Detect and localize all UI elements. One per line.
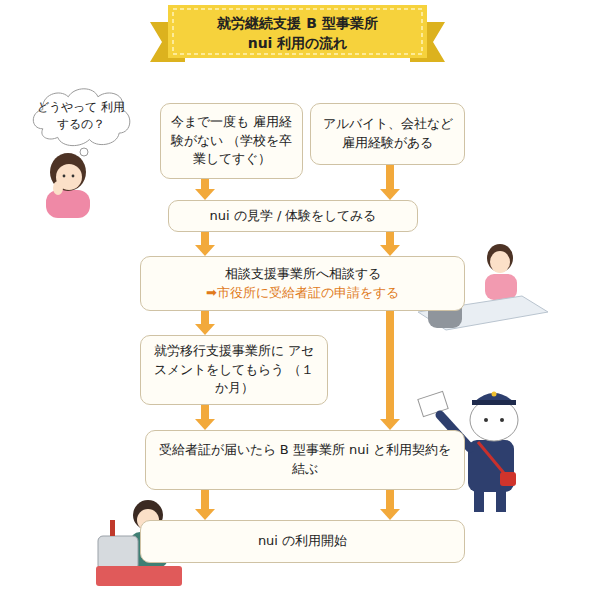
cloud-outline: [28, 84, 134, 148]
node-text: アルバイト、会社など 雇用経験がある: [319, 115, 456, 153]
cap-badge: [492, 392, 497, 397]
flow-arrow: [386, 311, 394, 419]
woman-eye: [72, 175, 75, 178]
carrier-leg: [496, 490, 506, 512]
flow-arrow: [201, 179, 209, 189]
end-box: nui の利用開始: [140, 520, 465, 563]
fabric: [96, 566, 182, 586]
start-box: アルバイト、会社など 雇用経験がある: [310, 103, 465, 165]
sheep-eye: [484, 418, 488, 422]
process-box: nui の見学 / 体験をしてみる: [168, 200, 418, 232]
flow-arrow: [201, 311, 209, 324]
counselor-body: [485, 274, 517, 300]
cap-brim: [472, 400, 516, 405]
flow-arrow: [201, 490, 209, 509]
counselor-hair: [487, 244, 513, 272]
node-text: 就労移行支援事業所に アセスメントをしてもらう （１か月）: [149, 342, 319, 399]
sheep-eye: [500, 418, 504, 422]
node-text: 受給者証が届いたら B 型事業所 nui と利用契約を結ぶ: [154, 441, 456, 479]
node-text: 相談支援事業所へ相談する: [225, 265, 381, 284]
node-text: ➡市役所に受給者証の申請をする: [206, 284, 399, 303]
ribbon-stitch: [173, 9, 422, 54]
process-box: 就労移行支援事業所に アセスメントをしてもらう （１か月）: [140, 335, 328, 405]
woman-body: [46, 190, 90, 218]
title-box: 就労継続支援 B 型事業所 nui 利用の流れ: [175, 8, 420, 58]
woman-eye: [63, 175, 66, 178]
flow-arrow: [386, 490, 394, 509]
thinking-woman: [46, 153, 90, 218]
sheep-head: [470, 399, 518, 441]
carrier-leg: [474, 490, 484, 512]
node-text: 今まで一度も 雇用経験がない （学校を卒業してすぐ）: [169, 113, 294, 170]
flow-arrow: [386, 165, 394, 189]
start-box: 今まで一度も 雇用経験がない （学校を卒業してすぐ）: [160, 103, 303, 179]
title-ribbon: [150, 5, 445, 62]
sewing-machine: [98, 536, 138, 570]
thread-spool: [110, 520, 115, 536]
flow-arrow: [201, 405, 209, 419]
node-text: どうやって 利用するの？: [36, 99, 126, 132]
flow-arrow: [386, 232, 394, 245]
flow-arrow: [201, 232, 209, 245]
process-box: 相談支援事業所へ相談する➡市役所に受給者証の申請をする: [140, 256, 465, 311]
title-text: 就労継続支援 B 型事業所 nui 利用の流れ: [203, 13, 393, 54]
mail-bag: [500, 472, 516, 486]
node-text: nui の利用開始: [258, 532, 347, 551]
process-box: 受給者証が届いたら B 型事業所 nui と利用契約を結ぶ: [145, 430, 465, 490]
woman-hand: [53, 181, 63, 195]
counselor-face: [490, 251, 510, 273]
cloud-shape: [33, 89, 130, 146]
thought-cloud: どうやって 利用するの？: [28, 84, 134, 148]
node-text: nui の見学 / 体験をしてみる: [210, 207, 377, 226]
ribbon-band: [168, 5, 427, 58]
thought-dot: [80, 148, 88, 156]
